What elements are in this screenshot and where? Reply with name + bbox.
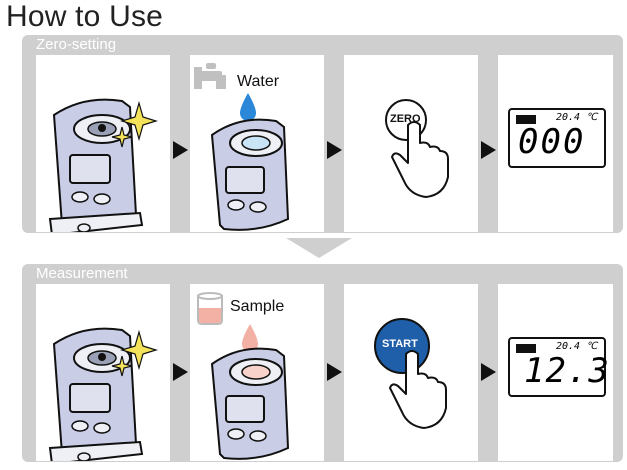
refractometer-device [48,98,144,232]
refractometer-device [210,347,290,460]
section-label-zero-setting: Zero-setting [36,36,117,53]
temperature-readout: 20.4 ℃ [556,112,598,123]
pointing-hand-icon [389,350,447,429]
battery-icon [516,344,536,353]
sparkle-icon [111,329,159,377]
pointing-hand-icon [391,121,449,198]
measurement-readout: 000 [518,122,586,162]
start-button-label: START [382,338,418,350]
battery-icon [516,115,536,124]
refractometer-water-illustration [194,63,290,231]
step-display-reading: 20.4 ℃ 12.3 [498,284,613,461]
faucet-icon [194,63,226,89]
zero-button-label: ZERO [390,113,421,125]
lcd-display: 20.4 ℃ 12.3 [508,337,609,397]
press-zero-illustration [385,99,449,198]
sample-label: Sample [230,298,285,315]
refractometer-illustration [48,98,159,232]
step-arrow [327,141,342,159]
refractometer-device [210,118,290,231]
refractometer-illustration [48,327,159,461]
lcd-display: 20.4 ℃ 000 [508,108,606,168]
sample-drop-icon [242,324,258,352]
step-arrow [327,363,342,381]
beaker-icon [197,292,223,325]
step-arrow [173,141,188,159]
page-title: How to Use [6,0,164,33]
water-drop-icon [240,93,256,121]
step-clean-prism [36,284,170,461]
step-press-zero: ZERO [344,55,478,232]
refractometer-sample-illustration [197,292,290,460]
step-arrow [481,363,496,381]
step-clean-prism [36,55,170,232]
step-press-start: START [344,284,478,461]
measurement-readout: 12.3 [524,351,610,391]
section-label-measurement: Measurement [36,265,128,282]
temperature-readout: 20.4 ℃ [556,341,598,352]
measurement-section: Measurement [22,264,623,462]
section-transition-arrow [286,238,352,258]
press-start-illustration [374,318,447,429]
step-apply-sample: Sample [190,284,324,461]
sparkle-icon [111,100,159,148]
water-label: Water [237,73,280,90]
step-arrow [173,363,188,381]
step-display-zero: 20.4 ℃ 000 [498,55,613,232]
zero-setting-section: Zero-setting [22,35,623,233]
step-arrow [481,141,496,159]
step-apply-water: Water [190,55,324,232]
